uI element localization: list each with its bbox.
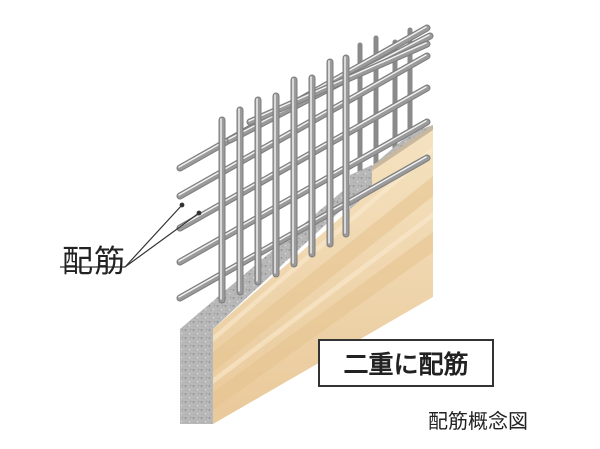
rebar-label: 配筋 [62, 244, 126, 280]
leader-lines [60, 202, 202, 268]
vertical-rebars [218, 54, 350, 304]
double-rebar-text: 二重に配筋 [343, 350, 469, 379]
concrete-end-face [180, 329, 213, 424]
double-rebar-callout: 二重に配筋 [318, 339, 494, 387]
diagram-caption: 配筋概念図 [428, 409, 528, 433]
wood-formwork [213, 125, 433, 424]
